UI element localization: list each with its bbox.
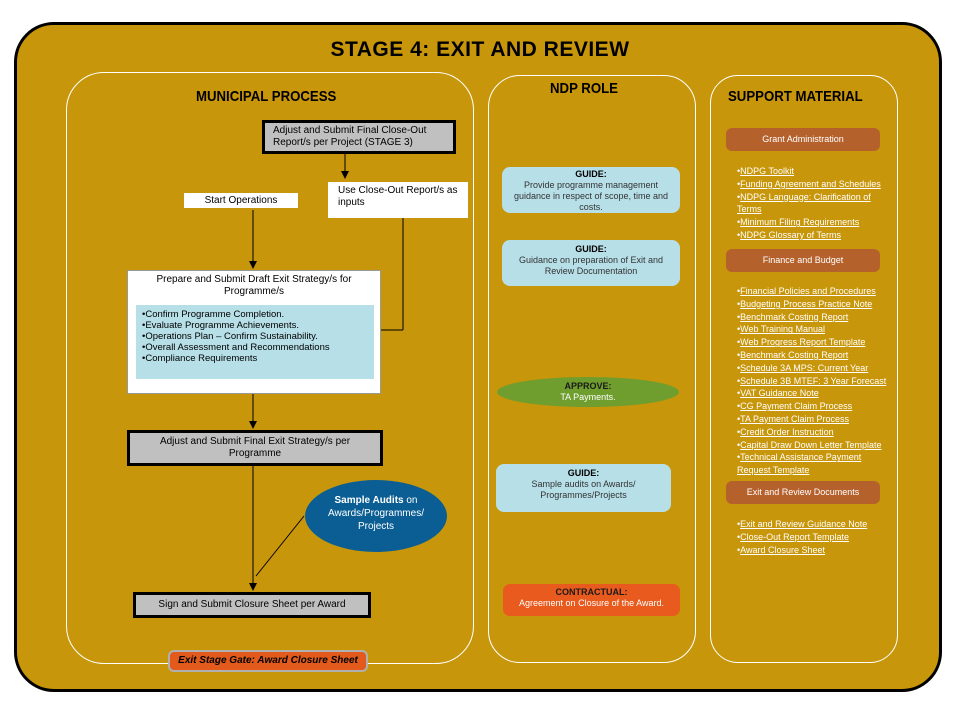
ndp-guide-2: GUIDE: Guidance on preparation of Exit a… [502, 240, 680, 286]
support-link[interactable]: •Exit and Review Guidance Note [737, 519, 868, 529]
ndp-approve-label: APPROVE: [564, 381, 612, 391]
ndp-approve-oval: APPROVE: TA Payments. [497, 377, 679, 407]
final-exit-strategy-box: Adjust and Submit Final Exit Strategy/s … [127, 430, 383, 466]
sample-audits-oval: Sample Audits on Awards/Programmes/ Proj… [305, 480, 447, 552]
ndp-column [488, 75, 696, 663]
support-link[interactable]: •Capital Draw Down Letter Template [737, 439, 882, 450]
sample-audits-bold: Sample Audits [334, 495, 404, 506]
exit-review-header: Exit and Review Documents [726, 481, 880, 504]
support-heading: SUPPORT MATERIAL [728, 88, 863, 105]
support-link[interactable]: •Web Progress Report Template [737, 337, 866, 348]
page-title: STAGE 4: EXIT AND REVIEW [330, 38, 630, 61]
use-closeout-text: Use Close-Out Report/s as inputs [338, 185, 458, 208]
support-link[interactable]: •NDPG Toolkit [737, 166, 795, 176]
support-link[interactable]: •Close-Out Report Template [737, 531, 850, 542]
final-exit-strategy-text: Adjust and Submit Final Exit Strategy/s … [159, 436, 351, 459]
list-item: •Evaluate Programme Achievements. [142, 320, 299, 331]
final-closeout-text: Adjust and Submit Final Close-Out Report… [273, 125, 427, 148]
support-link[interactable]: •Award Closure Sheet [737, 544, 826, 555]
list-item: •Operations Plan – Confirm Sustainabilit… [142, 331, 318, 342]
support-link[interactable]: •TA Payment Claim Process [737, 413, 850, 424]
ndp-contractual: CONTRACTUAL: Agreement on Closure of the… [503, 584, 680, 616]
draft-exit-title: Prepare and Submit Draft Exit Strategy/s… [156, 274, 352, 297]
final-closeout-box: Adjust and Submit Final Close-Out Report… [262, 120, 456, 154]
grant-admin-links: •NDPG Toolkit •Funding Agreement and Sch… [737, 165, 897, 242]
support-link[interactable]: •Benchmark Costing Report [737, 349, 849, 360]
draft-exit-checklist: •Confirm Programme Completion. •Evaluate… [136, 305, 374, 379]
exit-stage-gate-text: Exit Stage Gate: Award Closure Sheet [178, 655, 358, 666]
ndp-heading: NDP ROLE [550, 80, 618, 97]
ndp-guide-3: GUIDE: Sample audits on Awards/ Programm… [496, 464, 671, 512]
finance-budget-links: •Financial Policies and Procedures •Budg… [737, 285, 897, 477]
sample-audits-text: on Awards/Programmes/ Projects [328, 495, 424, 532]
support-link[interactable]: •NDPG Glossary of Terms [737, 229, 842, 240]
ndp-guide-1-text: Provide programme management guidance in… [513, 180, 669, 212]
support-link[interactable]: •Funding Agreement and Schedules [737, 178, 881, 189]
exit-stage-gate: Exit Stage Gate: Award Closure Sheet [168, 650, 368, 672]
support-link[interactable]: •Budgeting Process Practice Note [737, 298, 873, 309]
support-link[interactable]: •NDPG Language: Clarification of Terms [737, 191, 871, 215]
municipal-heading: MUNICIPAL PROCESS [196, 88, 337, 105]
ndp-guide-3-text: Sample audits on Awards/ Programmes/Proj… [531, 479, 636, 500]
support-link[interactable]: •Web Training Manual [737, 324, 826, 335]
support-link[interactable]: •Minimum Filing Requirements [737, 217, 860, 228]
support-link[interactable]: •VAT Guidance Note [737, 388, 819, 399]
closure-sheet-text: Sign and Submit Closure Sheet per Award [158, 599, 346, 610]
start-operations-box: Start Operations [184, 193, 298, 208]
support-link[interactable]: •CG Payment Claim Process [737, 401, 853, 412]
ndp-guide-1: GUIDE: Provide programme management guid… [502, 167, 680, 213]
ndp-guide-2-text: Guidance on preparation of Exit and Revi… [518, 255, 664, 276]
support-link[interactable]: •Benchmark Costing Report [737, 311, 849, 322]
list-item: •Compliance Requirements [142, 353, 258, 364]
use-closeout-box: Use Close-Out Report/s as inputs [328, 182, 468, 218]
support-link[interactable]: •Credit Order Instruction [737, 426, 834, 437]
list-item: •Overall Assessment and Recommendations [142, 342, 330, 353]
ndp-contractual-label: CONTRACTUAL: [555, 587, 628, 597]
closure-sheet-box: Sign and Submit Closure Sheet per Award [133, 592, 371, 618]
start-operations-text: Start Operations [204, 195, 278, 206]
ndp-guide-1-label: GUIDE: [575, 169, 607, 179]
ndp-guide-2-label: GUIDE: [575, 244, 607, 254]
ndp-approve-text: TA Payments. [560, 392, 616, 402]
draft-exit-strategy-box: Prepare and Submit Draft Exit Strategy/s… [127, 270, 381, 394]
support-link[interactable]: •Schedule 3B MTEF: 3 Year Forecast [737, 375, 887, 386]
list-item: •Confirm Programme Completion. [142, 309, 285, 320]
support-column [710, 75, 898, 663]
support-link[interactable]: •Schedule 3A MPS: Current Year [737, 362, 869, 373]
ndp-contractual-text: Agreement on Closure of the Award. [519, 598, 664, 608]
ndp-guide-3-label: GUIDE: [567, 468, 600, 478]
finance-budget-header: Finance and Budget [726, 249, 880, 272]
grant-admin-header: Grant Administration [726, 128, 880, 151]
draft-exit-items: •Confirm Programme Completion. •Evaluate… [142, 309, 368, 364]
exit-review-links: •Exit and Review Guidance Note •Close-Ou… [737, 518, 897, 556]
support-link[interactable]: •Financial Policies and Procedures [737, 286, 876, 296]
support-link[interactable]: •Technical Assistance Payment Request Te… [737, 452, 862, 476]
